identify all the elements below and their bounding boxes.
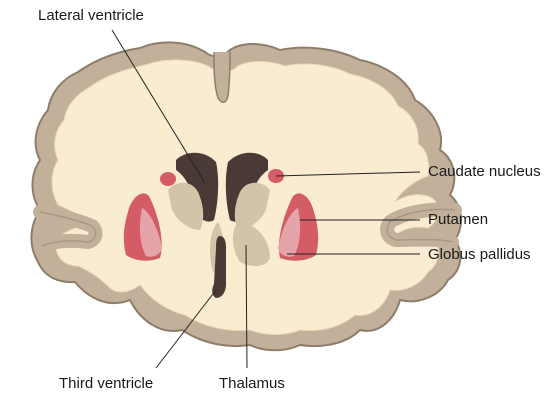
label-globus-pallidus: Globus pallidus [428,246,531,264]
label-thalamus: Thalamus [219,375,285,393]
label-third-ventricle: Third ventricle [59,375,153,393]
longitudinal-fissure [214,52,230,102]
label-caudate-nucleus: Caudate nucleus [428,163,541,181]
label-lateral-ventricle: Lateral ventricle [38,7,144,25]
label-putamen: Putamen [428,211,488,229]
caudate-spot-left [160,172,176,186]
